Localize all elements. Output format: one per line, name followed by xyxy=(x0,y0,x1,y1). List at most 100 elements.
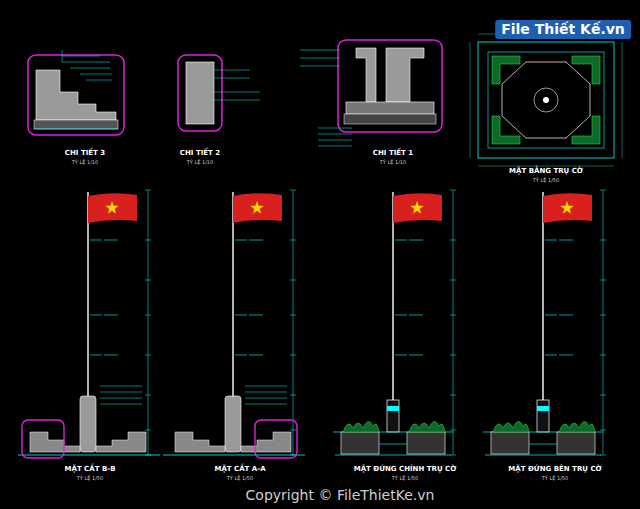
dimension-tick xyxy=(600,315,606,316)
scale-note: TỶ LỆ 1/10 xyxy=(380,160,406,166)
planter xyxy=(407,432,445,454)
flag-star xyxy=(560,201,573,214)
dimension-tick xyxy=(145,190,151,191)
flag-star xyxy=(105,201,118,214)
detail-marker xyxy=(255,420,297,458)
dimension-tick xyxy=(290,395,296,396)
dimension-tick xyxy=(145,395,151,396)
dimension-tick xyxy=(450,430,456,431)
scale-note: TỶ LỆ 1/50 xyxy=(533,178,559,184)
scale-note: TỶ LỆ 1/50 xyxy=(227,476,253,482)
detail-2 xyxy=(178,55,260,131)
flag xyxy=(393,193,442,223)
shrub xyxy=(493,421,529,432)
cad-line xyxy=(90,315,118,316)
view-title: CHI TIẾT 1 xyxy=(373,150,413,158)
flag xyxy=(88,193,137,223)
flag-star xyxy=(410,201,423,214)
dimension-tick xyxy=(450,280,456,281)
view-title: MẶT ĐỨNG BÊN TRỤ CỜ xyxy=(508,466,601,474)
pole-ring xyxy=(387,406,399,411)
scale-note: TỶ LỆ 1/10 xyxy=(187,160,213,166)
cad-line xyxy=(175,432,225,452)
scale-note: TỶ LỆ 1/50 xyxy=(542,476,568,482)
cad-line xyxy=(30,432,80,452)
flag-pole xyxy=(232,192,233,405)
cad-line xyxy=(395,240,423,241)
dimension-tick xyxy=(450,190,456,191)
dimension-tick xyxy=(145,240,151,241)
planter xyxy=(557,432,595,454)
elevations xyxy=(18,190,606,458)
view-title: CHI TIẾT 3 xyxy=(65,150,105,158)
dimension-tick xyxy=(600,395,606,396)
flag-pole xyxy=(392,192,393,405)
view-title: CHI TIẾT 2 xyxy=(180,150,220,158)
cad-line xyxy=(395,315,423,316)
pole-ring xyxy=(537,406,549,411)
detail-3 xyxy=(28,50,124,135)
shrub xyxy=(559,421,595,432)
dimension-tick xyxy=(290,355,296,356)
watermark: Copyright © FileThietKe.vn xyxy=(242,488,439,503)
pole-base xyxy=(80,396,96,452)
dimension-tick xyxy=(290,430,296,431)
cad-line xyxy=(235,315,263,316)
shrub xyxy=(409,421,445,432)
dimension-tick xyxy=(600,240,606,241)
scale-note: TỶ LỆ 1/10 xyxy=(72,160,98,166)
planter xyxy=(341,432,379,454)
dimension-tick xyxy=(290,190,296,191)
scale-note: TỶ LỆ 1/50 xyxy=(77,476,103,482)
view-title: MẶT CẮT A-A xyxy=(214,466,265,474)
dimension-line xyxy=(148,190,149,455)
dimension-tick xyxy=(290,315,296,316)
dimension-tick xyxy=(600,430,606,431)
cad-line xyxy=(100,386,142,404)
cad-line xyxy=(241,432,291,452)
cad-line xyxy=(235,355,263,356)
cad-line xyxy=(395,355,423,356)
pole-base xyxy=(225,396,241,452)
cad-line xyxy=(529,444,557,445)
view-title: MẶT ĐỨNG CHÍNH TRỤ CỜ xyxy=(354,466,457,474)
dimension-tick xyxy=(450,240,456,241)
dimension-line xyxy=(453,190,454,455)
shrub xyxy=(343,421,379,432)
detail-1 xyxy=(300,40,442,146)
cad-line xyxy=(379,444,407,445)
dimension-tick xyxy=(450,355,456,356)
cad-line xyxy=(90,355,118,356)
dimension-line xyxy=(293,190,294,455)
scale-note: TỶ LỆ 1/50 xyxy=(392,476,418,482)
flag-pole xyxy=(542,192,543,405)
dimension-tick xyxy=(600,355,606,356)
view-title: MẶT BẰNG TRỤ CỜ xyxy=(509,168,583,176)
dimension-tick xyxy=(145,315,151,316)
flag xyxy=(543,193,592,223)
cad-line xyxy=(483,432,603,455)
dimension-tick xyxy=(145,430,151,431)
pole-base xyxy=(387,400,399,432)
cad-line xyxy=(545,315,573,316)
cad-line xyxy=(333,432,453,455)
dimension-tick xyxy=(600,190,606,191)
dimension-tick xyxy=(450,395,456,396)
cad-line xyxy=(545,355,573,356)
planter xyxy=(491,432,529,454)
cad-line xyxy=(18,455,160,456)
cad-line xyxy=(545,240,573,241)
flag-pole xyxy=(87,192,88,405)
pole-base xyxy=(537,400,549,432)
flag-star xyxy=(250,201,263,214)
cad-line xyxy=(90,240,118,241)
dimension-tick xyxy=(290,240,296,241)
cad-line xyxy=(245,386,287,404)
detail-marker xyxy=(22,420,64,458)
flag xyxy=(233,193,282,223)
plan-view xyxy=(470,34,622,166)
watermark-logo: File Thiết Kế.vn xyxy=(495,20,631,39)
dimension-line xyxy=(603,190,604,455)
cad-line xyxy=(163,455,305,456)
